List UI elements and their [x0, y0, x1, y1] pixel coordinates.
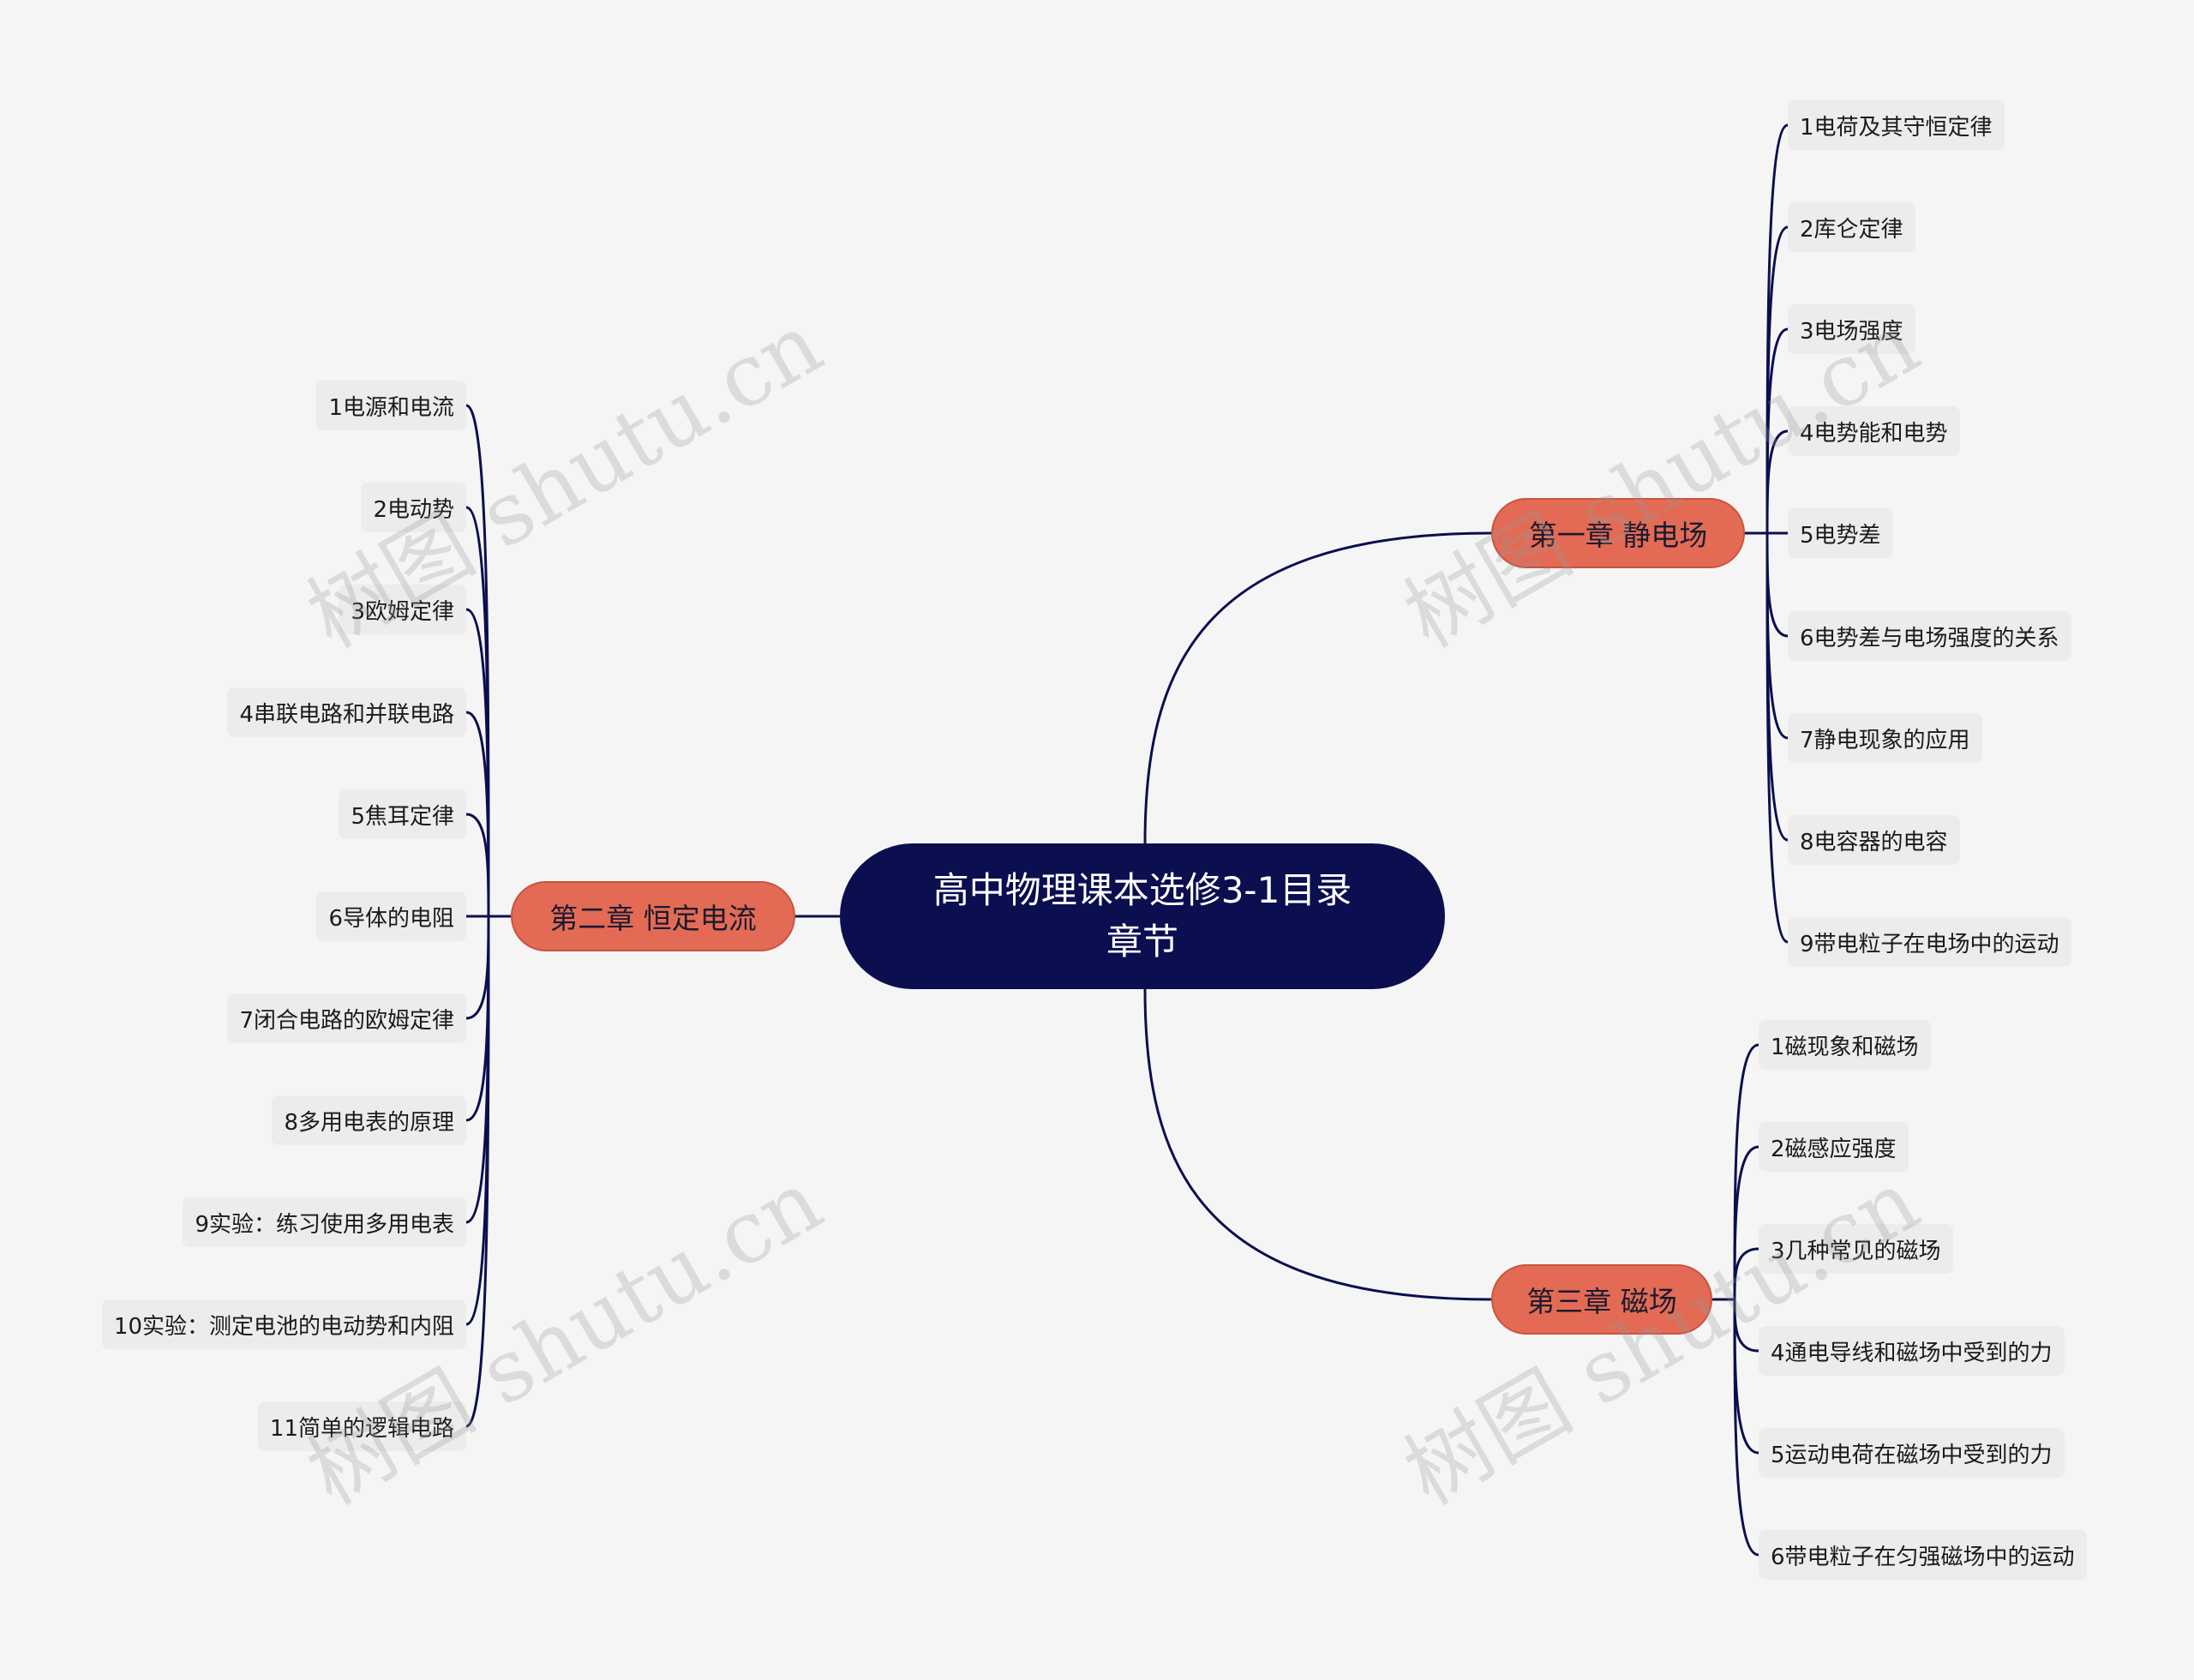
ch2-item[interactable]: 11简单的逻辑电路: [257, 1401, 466, 1451]
leaf-link: [1745, 429, 1789, 535]
chapter-label: 第一章 静电场: [1528, 519, 1708, 552]
ch1-item[interactable]: 9带电粒子在电场中的运动: [1788, 917, 2071, 967]
chapter-3-node[interactable]: 第三章 磁场: [1491, 1264, 1712, 1335]
chapter-label: 第二章 恒定电流: [549, 902, 757, 935]
ch2-item[interactable]: 2电动势: [361, 483, 466, 532]
ch2-item[interactable]: 5焦耳定律: [339, 789, 466, 839]
leaf-link: [465, 813, 511, 918]
chapter-1-node[interactable]: 第一章 静电场: [1491, 498, 1745, 568]
ch3-item[interactable]: 1磁现象和磁场: [1759, 1020, 1931, 1070]
ch2-item[interactable]: 9实验：练习使用多用电表: [183, 1197, 466, 1247]
chapter-label: 第三章 磁场: [1526, 1285, 1677, 1318]
chapter-2-node[interactable]: 第二章 恒定电流: [511, 881, 795, 951]
ch2-item[interactable]: 10实验：测定电池的电动势和内阻: [101, 1299, 466, 1349]
ch3-item[interactable]: 6带电粒子在匀强磁场中的运动: [1759, 1530, 2087, 1580]
ch3-item[interactable]: 2磁感应强度: [1759, 1122, 1909, 1172]
link-root-ch3: [1143, 988, 1492, 1301]
ch2-item[interactable]: 1电源和电流: [316, 381, 466, 430]
ch1-item[interactable]: 6电势差与电场强度的关系: [1788, 611, 2071, 661]
leaf-link: [1745, 531, 1789, 944]
ch3-item[interactable]: 4通电导线和磁场中受到的力: [1759, 1326, 2065, 1376]
ch1-item[interactable]: 4电势能和电势: [1788, 406, 1960, 456]
link-root-ch1: [1143, 531, 1492, 844]
ch1-item[interactable]: 3电场强度: [1788, 304, 1915, 354]
ch1-item[interactable]: 2库仑定律: [1788, 202, 1915, 252]
ch3-item[interactable]: 5运动电荷在磁场中受到的力: [1759, 1428, 2065, 1478]
ch2-item[interactable]: 4串联电路和并联电路: [227, 687, 466, 737]
ch1-item[interactable]: 8电容器的电容: [1788, 815, 1960, 865]
root-topic[interactable]: 高中物理课本选修3-1目录 章节: [840, 843, 1445, 989]
ch2-item[interactable]: 3欧姆定律: [339, 585, 466, 634]
leaf-link: [1712, 1247, 1759, 1301]
ch1-item[interactable]: 1电荷及其守恒定律: [1788, 100, 2005, 150]
ch2-item[interactable]: 6导体的电阻: [316, 891, 466, 941]
ch1-item[interactable]: 5电势差: [1788, 508, 1893, 558]
root-title: 高中物理课本选修3-1目录 章节: [932, 869, 1352, 963]
leaf-link: [465, 915, 511, 1428]
ch1-item[interactable]: 7静电现象的应用: [1788, 713, 1982, 763]
ch3-item[interactable]: 3几种常见的磁场: [1759, 1224, 1953, 1274]
leaf-link: [1712, 1298, 1759, 1557]
ch2-item[interactable]: 8多用电表的原理: [272, 1095, 466, 1145]
ch2-item[interactable]: 7闭合电路的欧姆定律: [227, 993, 466, 1043]
